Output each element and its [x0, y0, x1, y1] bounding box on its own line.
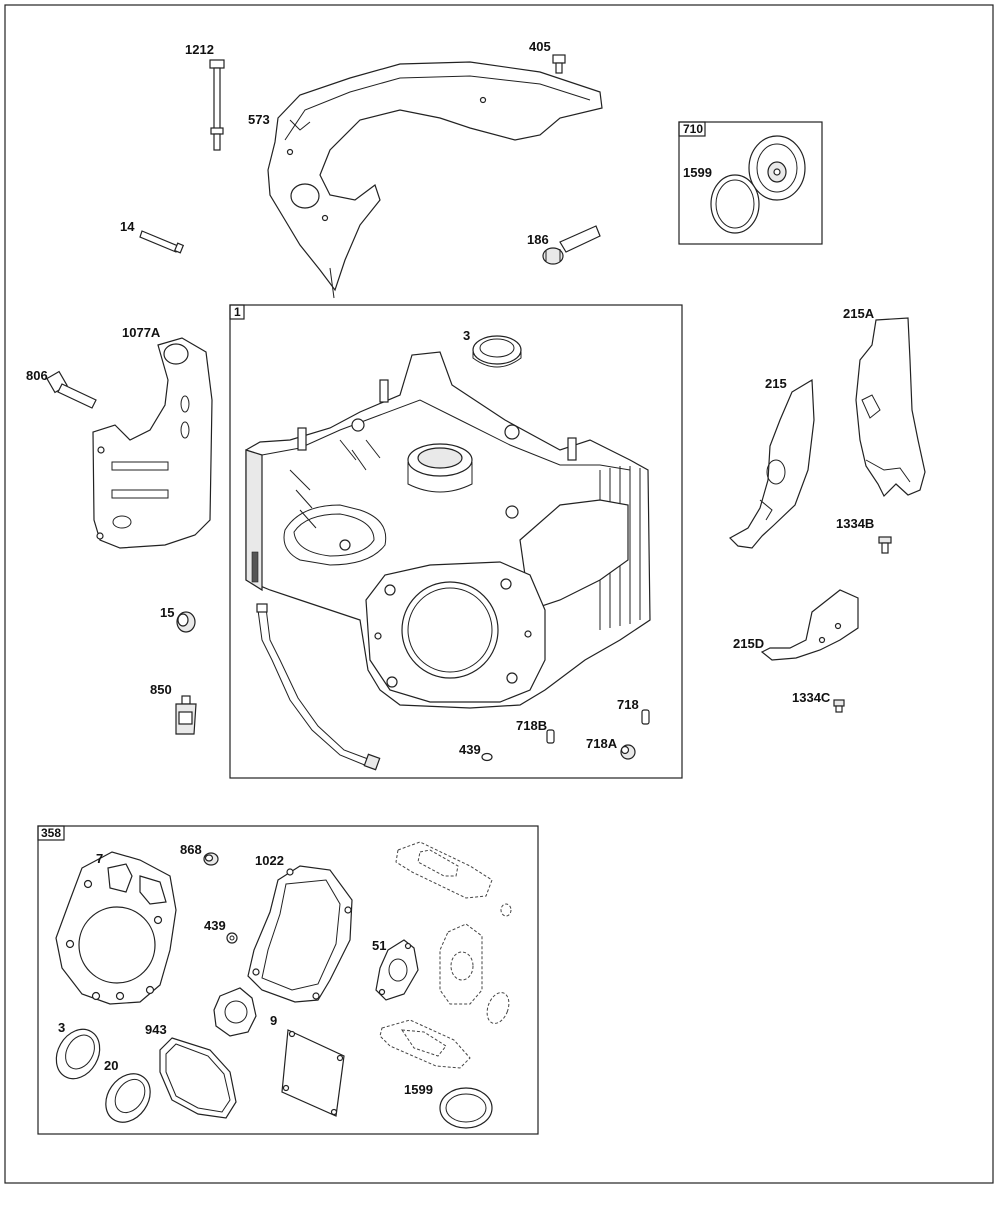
part-439-washer	[481, 752, 493, 762]
part-valve-cover-gasket	[213, 987, 257, 1037]
part-186-fitting	[542, 225, 601, 265]
part-oval-gasket-dashed	[486, 992, 510, 1024]
label-1212: 1212	[185, 42, 214, 57]
label-14: 14	[120, 219, 135, 234]
block-1-frame	[229, 304, 683, 779]
label-439-set: 439	[204, 918, 226, 933]
label-1334C: 1334C	[792, 690, 831, 705]
part-718-dowel	[641, 709, 650, 725]
label-868: 868	[180, 842, 202, 857]
part-7-head-gasket	[55, 851, 177, 1005]
part-15-bushing	[176, 611, 196, 633]
part-573-air-guide	[267, 61, 603, 299]
part-1077A-bracket	[92, 337, 213, 549]
part-9-gasket	[281, 1029, 345, 1117]
part-850-sealant-tube	[175, 695, 197, 735]
part-51-gasket	[375, 939, 419, 1001]
part-1022-gasket	[247, 865, 353, 1003]
label-1599-set: 1599	[404, 1082, 433, 1097]
part-engine-block	[245, 351, 651, 709]
label-7: 7	[96, 851, 103, 866]
part-215A-shield	[855, 317, 926, 498]
label-710: 710	[683, 122, 703, 136]
label-51: 51	[372, 938, 386, 953]
part-868-seal	[203, 852, 219, 866]
label-1022: 1022	[255, 853, 284, 868]
gasket-set-358-frame	[37, 825, 539, 1135]
kit-710-tag	[678, 121, 706, 137]
label-215A: 215A	[843, 306, 875, 321]
label-215: 215	[765, 376, 787, 391]
label-215D: 215D	[733, 636, 764, 651]
part-215D-shield	[760, 589, 859, 661]
label-718: 718	[617, 697, 639, 712]
label-718B: 718B	[516, 718, 547, 733]
label-439-block: 439	[459, 742, 481, 757]
part-1212-bolt	[209, 59, 225, 151]
label-20: 20	[104, 1058, 118, 1073]
block-1-tag	[229, 304, 245, 320]
part-exhaust-gasket-bottom	[379, 1019, 471, 1069]
label-15: 15	[160, 605, 174, 620]
label-943: 943	[145, 1022, 167, 1037]
part-14-pin	[139, 230, 185, 254]
label-718A: 718A	[586, 736, 618, 751]
part-small-ring-gasket	[500, 903, 512, 917]
label-3-block: 3	[463, 328, 470, 343]
part-exhaust-gasket-top	[395, 841, 493, 899]
label-358: 358	[41, 826, 61, 840]
gasket-set-358-tag	[37, 825, 65, 841]
kit-710-frame	[678, 121, 823, 245]
part-intake-gasket-dashed	[439, 923, 483, 1005]
part-405-bolt	[552, 54, 566, 74]
label-850: 850	[150, 682, 172, 697]
label-573: 573	[248, 112, 270, 127]
label-1334B: 1334B	[836, 516, 874, 531]
part-1334B-screw	[878, 536, 892, 554]
part-439-set-washer	[226, 932, 238, 944]
part-3-set-seal	[55, 1028, 101, 1080]
label-405: 405	[529, 39, 551, 54]
label-3-set: 3	[58, 1020, 65, 1035]
part-718B-dowel	[546, 729, 555, 744]
label-1599-kit: 1599	[683, 165, 712, 180]
label-9: 9	[270, 1013, 277, 1028]
part-20-seal	[105, 1073, 151, 1123]
label-1077A: 1077A	[122, 325, 161, 340]
part-710-seal-disc	[748, 135, 806, 201]
part-3-oil-seal	[472, 335, 522, 368]
part-1334C-screw	[833, 699, 845, 713]
label-186: 186	[527, 232, 549, 247]
part-1599-o-ring	[710, 174, 760, 234]
part-1599-set-ring	[439, 1087, 493, 1129]
part-943-gasket	[159, 1037, 237, 1119]
part-806-bolt	[46, 370, 97, 409]
part-breather-tube	[256, 603, 381, 771]
part-215-shield	[729, 378, 815, 549]
page-border	[4, 4, 994, 1184]
label-1: 1	[234, 305, 241, 319]
part-718A-bushing	[620, 744, 636, 760]
label-806: 806	[26, 368, 48, 383]
